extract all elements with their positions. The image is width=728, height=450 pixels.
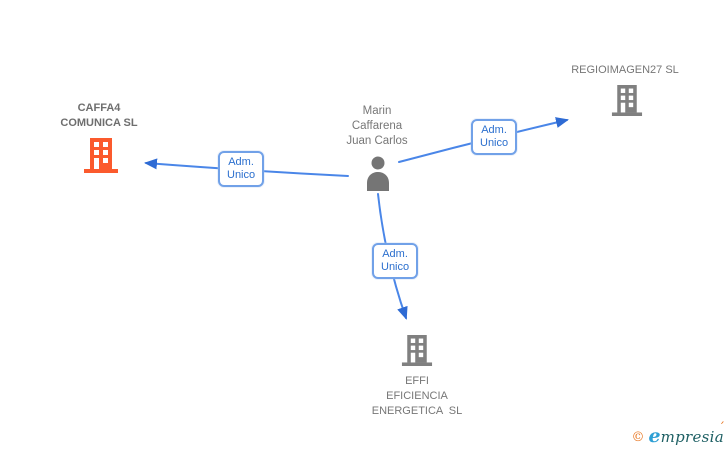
person-name-line: Caffarena [351, 120, 403, 132]
office-building-icon [84, 138, 118, 173]
office-building-icon [611, 85, 643, 116]
company-label-regioimagen27[interactable]: REGIOIMAGEN27 SL [555, 63, 695, 78]
empresia-logo[interactable]: ©empresia´ [631, 421, 725, 447]
person-silhouette-icon [367, 156, 389, 191]
company-name-line: COMUNICA SL [60, 117, 138, 129]
company-node-regioimagen27[interactable] [610, 85, 644, 121]
badge-label-line: Adm. [481, 124, 507, 136]
company-name-line: EFFI [405, 375, 429, 387]
company-node-caffa4[interactable] [83, 138, 119, 178]
edge-badge-adm-unico-caffa4: Adm. Unico [218, 151, 265, 187]
company-label-caffa4[interactable]: CAFFA4 COMUNICA SL [29, 101, 169, 131]
person-label[interactable]: Marin Caffarena Juan Carlos [307, 104, 447, 149]
edge-badge-adm-unico-effi: Adm. Unico [372, 243, 419, 279]
company-name-line: REGIOIMAGEN27 SL [571, 64, 679, 76]
edge-badge-adm-unico-regioimagen27: Adm. Unico [471, 119, 518, 155]
person-name-line: Marin [362, 105, 392, 117]
person-name-line: Juan Carlos [346, 135, 408, 147]
badge-label-line: Adm. [228, 156, 254, 168]
brand-lead-letter: e [648, 425, 661, 447]
company-name-line: CAFFA4 [77, 102, 121, 114]
copyright-icon: © [631, 430, 645, 445]
badge-label-line: Unico [227, 169, 256, 181]
person-node[interactable] [361, 155, 395, 196]
badge-label-line: Adm. [382, 248, 408, 260]
brand-wordmark: empresia´ [648, 421, 725, 447]
badge-label-line: Unico [480, 137, 509, 149]
company-label-effi[interactable]: EFFI EFICIENCIA ENERGETICA SL [347, 374, 487, 419]
company-name-line: EFICIENCIA [386, 390, 448, 402]
badge-label-line: Unico [381, 261, 410, 273]
office-building-icon [401, 335, 433, 366]
brand-rest-letters: mpresia [660, 428, 724, 446]
company-name-line: ENERGETICA SL [371, 405, 463, 417]
brand-accent-mark: ´ [718, 421, 726, 436]
company-node-effi[interactable] [400, 335, 434, 371]
